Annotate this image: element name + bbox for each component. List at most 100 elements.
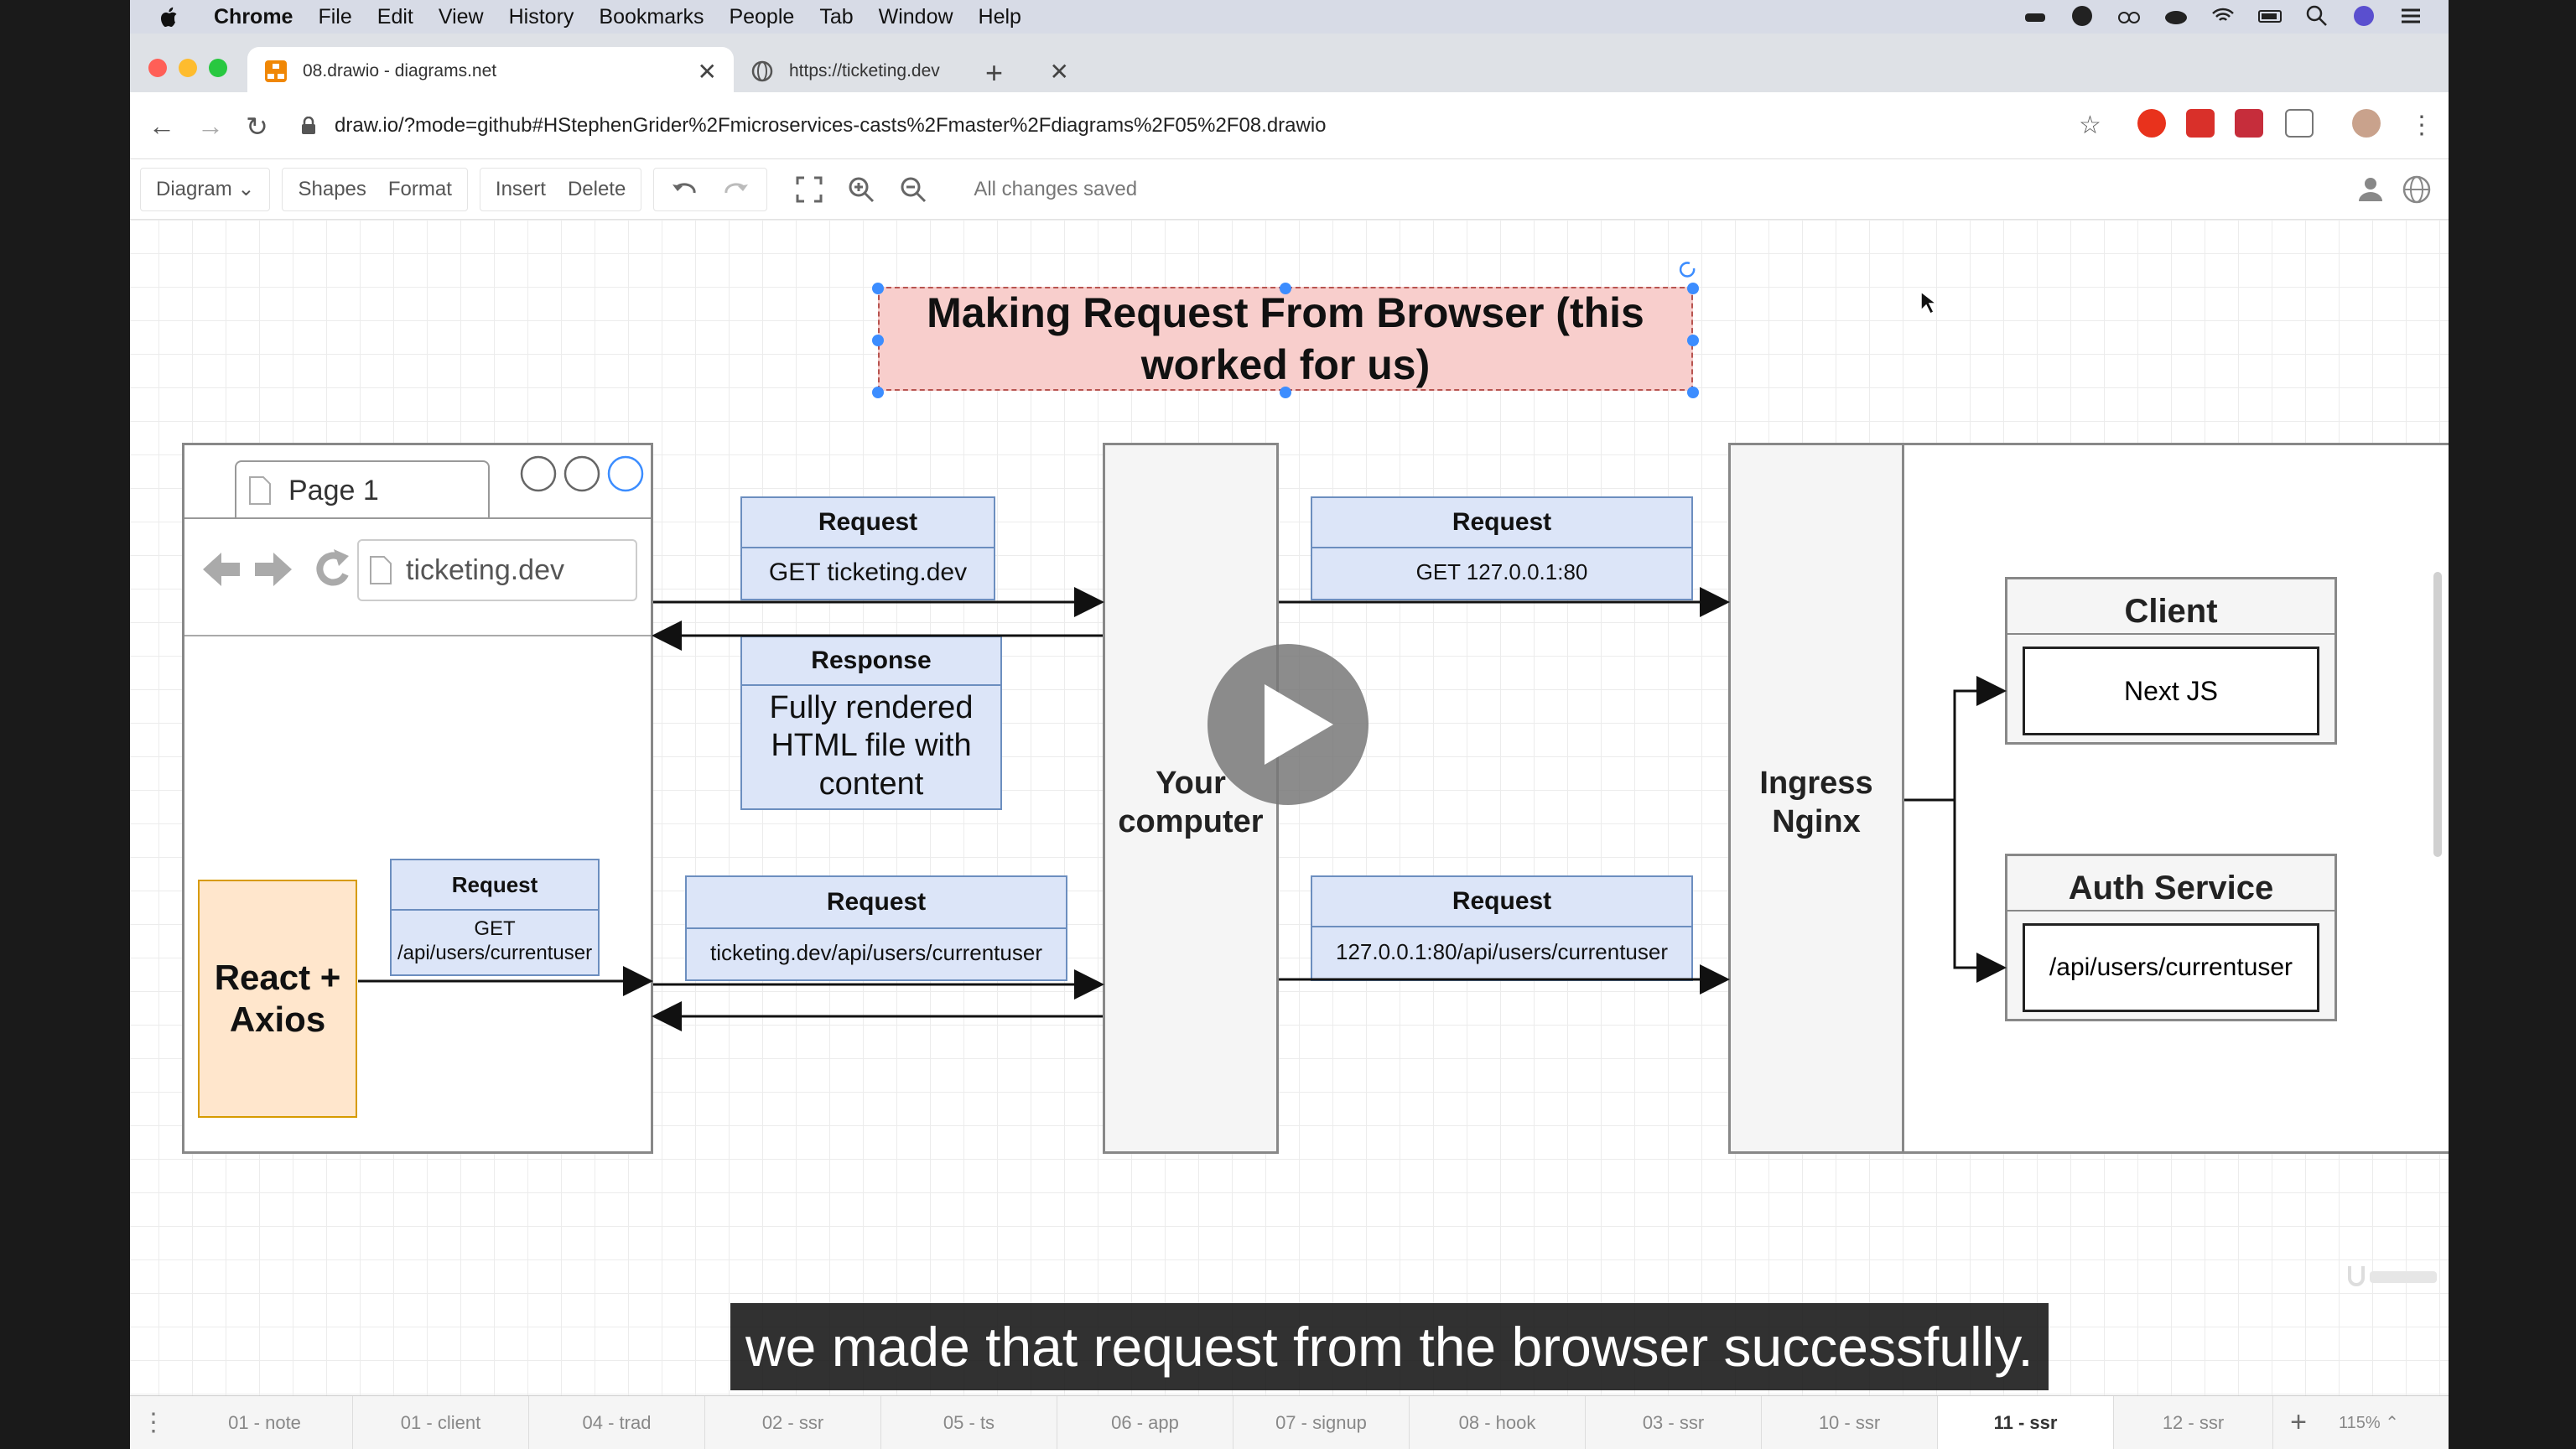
react-axios-box[interactable]: React + Axios: [198, 880, 357, 1118]
docker-icon[interactable]: [2023, 3, 2048, 29]
browser-tab-label: Page 1: [288, 474, 379, 506]
undo-icon[interactable]: [669, 174, 699, 205]
nextjs-box[interactable]: Next JS: [2023, 647, 2319, 735]
menu-window[interactable]: Window: [878, 4, 953, 29]
browser-page-tab[interactable]: Page 1: [235, 460, 490, 519]
page-tab[interactable]: 05 - ts: [881, 1395, 1057, 1449]
window-close-button[interactable]: [148, 59, 167, 77]
page-icon: [370, 556, 392, 584]
opera-extension-icon[interactable]: [2137, 109, 2166, 138]
menu-file[interactable]: File: [318, 4, 352, 29]
page-tab[interactable]: 02 - ssr: [705, 1395, 881, 1449]
undo-group: [653, 167, 768, 211]
close-tab-icon[interactable]: ✕: [1049, 58, 1069, 85]
notification-center-icon[interactable]: [2398, 3, 2423, 29]
battery-icon[interactable]: [2257, 3, 2283, 29]
back-icon[interactable]: ←: [148, 111, 175, 141]
redo-icon[interactable]: [721, 174, 751, 205]
new-tab-button[interactable]: +: [985, 55, 1004, 90]
fit-icon[interactable]: [794, 174, 824, 205]
app-tray-icon[interactable]: [2070, 3, 2095, 29]
diagram-canvas[interactable]: Making Request From Browser (this worked…: [130, 220, 2449, 1395]
menu-edit[interactable]: Edit: [377, 4, 413, 29]
siri-icon[interactable]: [2351, 3, 2376, 29]
add-page-button[interactable]: +: [2290, 1406, 2307, 1438]
menu-bookmarks[interactable]: Bookmarks: [599, 4, 704, 29]
menu-tab[interactable]: Tab: [819, 4, 854, 29]
auth-route-box[interactable]: /api/users/currentuser: [2023, 923, 2319, 1012]
menu-bar: Chrome File Edit View History Bookmarks …: [130, 0, 2449, 34]
zoom-value: 115%: [2339, 1414, 2381, 1432]
vertical-scrollbar[interactable]: [2433, 572, 2442, 857]
format-button[interactable]: Format: [387, 177, 452, 200]
diagram-title[interactable]: Making Request From Browser (this worked…: [878, 287, 1693, 391]
browser-mockup[interactable]: Page 1 ticketing.dev React + Axios: [182, 443, 653, 1154]
auth-service-label: Auth Service: [2007, 865, 2334, 911]
page-tab[interactable]: 12 - ssr: [2114, 1395, 2273, 1449]
user-icon[interactable]: [2356, 174, 2385, 203]
response-box[interactable]: Response Fully rendered HTML file with c…: [740, 636, 1002, 810]
zoom-in-icon[interactable]: [846, 174, 876, 205]
language-globe-icon[interactable]: [2402, 174, 2432, 205]
reload-icon[interactable]: ↻: [246, 112, 268, 142]
arrow-ingress-to-client: [1904, 676, 2007, 802]
page-tab-active[interactable]: 11 - ssr: [1938, 1395, 2114, 1449]
page-tabs-bar: ⋮ 01 - note 01 - client 04 - trad 02 - s…: [130, 1395, 2449, 1449]
page-tab[interactable]: 06 - app: [1057, 1395, 1233, 1449]
page-tab[interactable]: 08 - hook: [1410, 1395, 1586, 1449]
tab-ticketing[interactable]: https://ticketing.dev ✕: [734, 47, 1094, 96]
page-tab[interactable]: 03 - ssr: [1586, 1395, 1762, 1449]
page-tab[interactable]: 04 - trad: [529, 1395, 705, 1449]
auth-service-box[interactable]: Auth Service /api/users/currentuser: [2005, 854, 2337, 1021]
address-bar[interactable]: draw.io/?mode=github#HStephenGrider%2Fmi…: [289, 104, 2117, 148]
globe-favicon-icon: [751, 60, 773, 82]
extension-icon[interactable]: [2186, 109, 2215, 138]
diagram-label: Diagram: [156, 178, 232, 200]
zoom-level[interactable]: 115% ⌃: [2339, 1414, 2399, 1432]
request-axios-box[interactable]: Request GET /api/users/currentuser: [390, 859, 600, 976]
request-localhost-box[interactable]: Request GET 127.0.0.1:80: [1311, 496, 1693, 600]
apple-icon[interactable]: [160, 5, 180, 29]
page-tab[interactable]: 01 - client: [353, 1395, 529, 1449]
play-button[interactable]: [1208, 644, 1368, 805]
diagram-menu-button[interactable]: Diagram ⌄: [156, 178, 255, 200]
extension-icon[interactable]: [2235, 109, 2263, 138]
bookmark-star-icon[interactable]: ☆: [2079, 112, 2101, 139]
page-tab[interactable]: 10 - ssr: [1762, 1395, 1938, 1449]
request-currentuser-box[interactable]: Request ticketing.dev/api/users/currentu…: [685, 875, 1067, 981]
ingress-nginx-box[interactable]: Ingress Nginx: [1728, 443, 1904, 1154]
close-tab-icon[interactable]: ✕: [697, 58, 717, 85]
extension-icon[interactable]: [2285, 109, 2314, 138]
window-minimize-button[interactable]: [179, 59, 197, 77]
client-service-box[interactable]: Client Next JS: [2005, 577, 2337, 745]
menu-app-name[interactable]: Chrome: [214, 4, 293, 29]
page-tab[interactable]: 01 - note: [177, 1395, 353, 1449]
browser-url-field[interactable]: ticketing.dev: [357, 539, 637, 601]
tab-drawio[interactable]: 08.drawio - diagrams.net ✕: [247, 47, 734, 96]
request-body: ticketing.dev/api/users/currentuser: [710, 940, 1042, 966]
delete-button[interactable]: Delete: [567, 177, 626, 200]
cloud-icon[interactable]: [2163, 3, 2189, 29]
browser-url-text: ticketing.dev: [406, 553, 564, 586]
screen: Chrome File Edit View History Bookmarks …: [130, 0, 2449, 1449]
menu-history[interactable]: History: [508, 4, 574, 29]
wifi-icon[interactable]: [2210, 3, 2236, 29]
glasses-icon[interactable]: [2116, 3, 2142, 29]
view-toggle-group: Shapes Format: [282, 167, 468, 211]
menu-help[interactable]: Help: [978, 4, 1021, 29]
selection-handles[interactable]: [868, 258, 1706, 409]
menu-view[interactable]: View: [438, 4, 484, 29]
shapes-button[interactable]: Shapes: [298, 177, 366, 200]
chrome-menu-icon[interactable]: ⋮: [2409, 112, 2434, 139]
window-zoom-button[interactable]: [209, 59, 227, 77]
request-localhost-currentuser-box[interactable]: Request 127.0.0.1:80/api/users/currentus…: [1311, 875, 1693, 981]
profile-avatar[interactable]: [2352, 109, 2381, 138]
zoom-out-icon[interactable]: [898, 174, 928, 205]
page-tab[interactable]: 07 - signup: [1233, 1395, 1410, 1449]
insert-button[interactable]: Insert: [495, 177, 546, 200]
forward-icon[interactable]: →: [197, 111, 224, 141]
search-icon[interactable]: [2304, 3, 2329, 29]
request-ticketing-box[interactable]: Request GET ticketing.dev: [740, 496, 995, 600]
pages-menu-icon[interactable]: ⋮: [141, 1409, 166, 1436]
menu-people[interactable]: People: [729, 4, 795, 29]
